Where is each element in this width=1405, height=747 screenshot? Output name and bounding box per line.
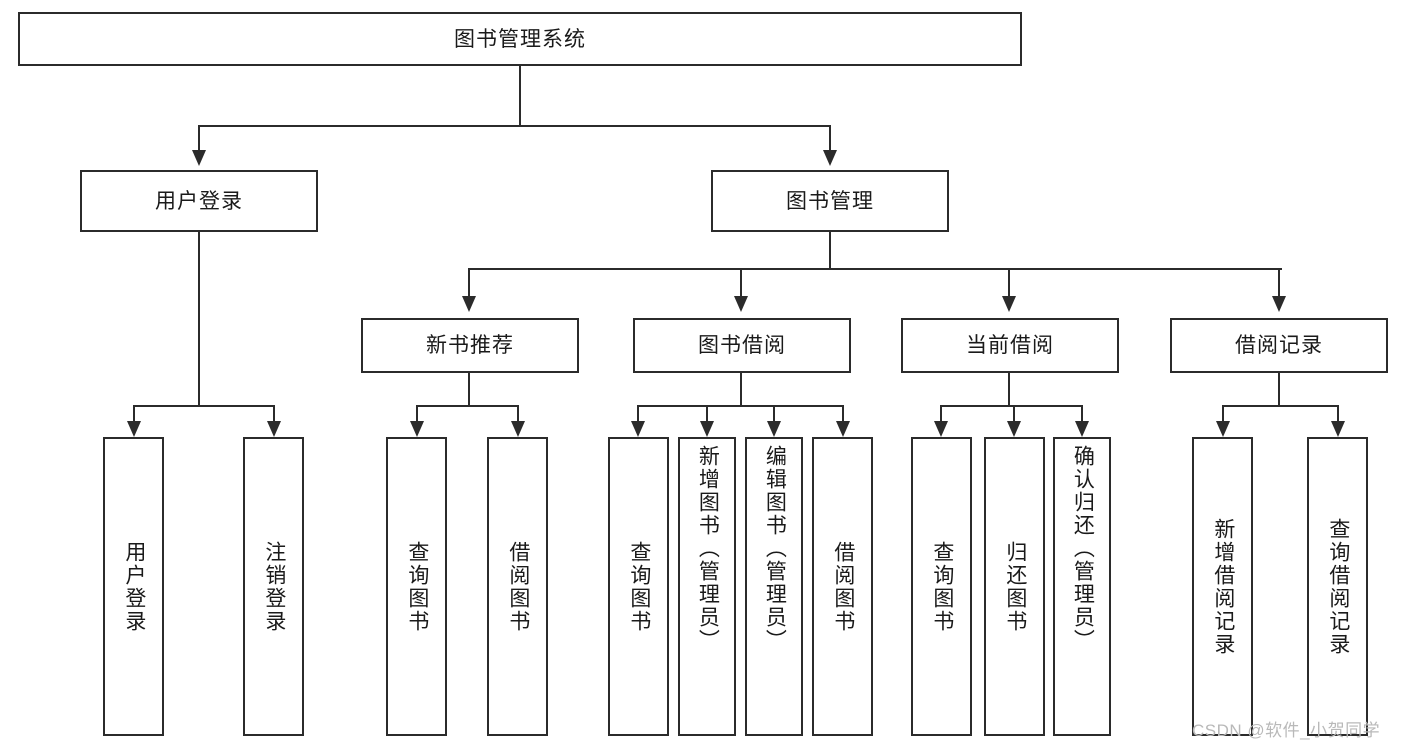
node-leaf-query-record-label: 查询借阅记录 xyxy=(1326,517,1350,656)
connector-bm-to-current-borrow xyxy=(1008,268,1010,296)
node-leaf-add-record-label: 新增借阅记录 xyxy=(1211,517,1235,656)
csdn-watermark: CSDN @软件_小贺同学 xyxy=(1192,721,1381,740)
arrow-bm-to-book-borrow xyxy=(734,296,748,312)
node-leaf-query-book-2[interactable]: 查询图书 xyxy=(608,437,669,736)
arrow-root-to-book-manage xyxy=(823,150,837,166)
connector-bb-to-edit-book xyxy=(773,405,775,421)
connector-bm-to-new-book-rec xyxy=(468,268,470,296)
connector-root-to-book-manage xyxy=(829,125,831,150)
arrow-bm-to-current-borrow xyxy=(1002,296,1016,312)
node-root-label: 图书管理系统 xyxy=(454,27,586,51)
node-leaf-edit-book-label: 编辑图书（管理员） xyxy=(763,445,787,652)
arrow-cb-to-confirm-return xyxy=(1075,421,1089,437)
arrow-cb-to-query-book xyxy=(934,421,948,437)
arrow-bm-to-borrow-record xyxy=(1272,296,1286,312)
connector-cb-to-confirm-return xyxy=(1081,405,1083,421)
node-current-borrow[interactable]: 当前借阅 xyxy=(901,318,1119,373)
connector-root-bus xyxy=(198,125,831,127)
node-root[interactable]: 图书管理系统 xyxy=(18,12,1022,66)
connector-root-stem xyxy=(519,66,521,126)
connector-bm-to-borrow-record xyxy=(1278,268,1280,296)
node-leaf-borrow-book-1[interactable]: 借阅图书 xyxy=(487,437,548,736)
node-leaf-return-book-label: 归还图书 xyxy=(1003,540,1027,633)
node-leaf-user-logout-label: 注销登录 xyxy=(262,540,286,633)
arrow-bb-to-add-book xyxy=(700,421,714,437)
node-new-book-rec-label: 新书推荐 xyxy=(426,334,514,357)
node-leaf-borrow-book-1-label: 借阅图书 xyxy=(506,540,530,633)
node-leaf-query-book-3[interactable]: 查询图书 xyxy=(911,437,972,736)
connector-ul-to-leaf-user-login xyxy=(133,405,135,421)
connector-br-to-add-record xyxy=(1222,405,1224,421)
node-current-borrow-label: 当前借阅 xyxy=(966,334,1054,357)
node-leaf-user-login-label: 用户登录 xyxy=(122,540,146,633)
connector-book-borrow-bus xyxy=(637,405,843,407)
connector-current-borrow-stem xyxy=(1008,373,1010,407)
connector-new-book-rec-stem xyxy=(468,373,470,407)
node-leaf-user-login[interactable]: 用户登录 xyxy=(103,437,164,736)
node-borrow-record-label: 借阅记录 xyxy=(1235,334,1323,357)
node-leaf-query-book-3-label: 查询图书 xyxy=(930,540,954,633)
connector-user-login-stem xyxy=(198,232,200,407)
arrow-bb-to-edit-book xyxy=(767,421,781,437)
node-leaf-borrow-book-2-label: 借阅图书 xyxy=(831,540,855,633)
connector-root-to-user-login xyxy=(198,125,200,150)
connector-user-login-bus xyxy=(133,405,274,407)
node-leaf-query-book-1[interactable]: 查询图书 xyxy=(386,437,447,736)
arrow-root-to-user-login xyxy=(192,150,206,166)
node-book-manage[interactable]: 图书管理 xyxy=(711,170,949,232)
connector-bm-to-book-borrow xyxy=(740,268,742,296)
connector-book-manage-bus xyxy=(468,268,1282,270)
node-user-login[interactable]: 用户登录 xyxy=(80,170,318,232)
connector-nbr-to-borrow-book xyxy=(517,405,519,421)
node-book-borrow-label: 图书借阅 xyxy=(698,334,786,357)
node-borrow-record[interactable]: 借阅记录 xyxy=(1170,318,1388,373)
connector-bb-to-borrow-book xyxy=(842,405,844,421)
node-leaf-add-book-label: 新增图书（管理员） xyxy=(696,445,720,652)
connector-book-borrow-stem xyxy=(740,373,742,407)
arrow-bb-to-borrow-book xyxy=(836,421,850,437)
connector-nbr-to-query-book xyxy=(416,405,418,421)
node-leaf-query-record[interactable]: 查询借阅记录 xyxy=(1307,437,1368,736)
connector-ul-to-leaf-user-logout xyxy=(273,405,275,421)
arrow-bb-to-query-book xyxy=(631,421,645,437)
node-leaf-return-book[interactable]: 归还图书 xyxy=(984,437,1045,736)
connector-current-borrow-bus xyxy=(940,405,1082,407)
node-new-book-rec[interactable]: 新书推荐 xyxy=(361,318,579,373)
node-leaf-query-book-1-label: 查询图书 xyxy=(405,540,429,633)
arrow-bm-to-new-book-rec xyxy=(462,296,476,312)
arrow-br-to-query-record xyxy=(1331,421,1345,437)
node-book-borrow[interactable]: 图书借阅 xyxy=(633,318,851,373)
node-leaf-confirm-return[interactable]: 确认归还（管理员） xyxy=(1053,437,1111,736)
connector-bb-to-query-book xyxy=(637,405,639,421)
node-user-login-label: 用户登录 xyxy=(155,189,243,213)
node-leaf-confirm-return-label: 确认归还（管理员） xyxy=(1071,445,1095,652)
connector-cb-to-return-book xyxy=(1013,405,1015,421)
node-leaf-user-logout[interactable]: 注销登录 xyxy=(243,437,304,736)
arrow-cb-to-return-book xyxy=(1007,421,1021,437)
arrow-br-to-add-record xyxy=(1216,421,1230,437)
node-leaf-add-book[interactable]: 新增图书（管理员） xyxy=(678,437,736,736)
arrow-nbr-to-query-book xyxy=(410,421,424,437)
arrow-nbr-to-borrow-book xyxy=(511,421,525,437)
arrow-ul-to-leaf-user-login xyxy=(127,421,141,437)
node-leaf-add-record[interactable]: 新增借阅记录 xyxy=(1192,437,1253,736)
node-leaf-query-book-2-label: 查询图书 xyxy=(627,540,651,633)
connector-book-manage-stem xyxy=(829,232,831,270)
arrow-ul-to-leaf-user-logout xyxy=(267,421,281,437)
node-book-manage-label: 图书管理 xyxy=(786,189,874,213)
connector-borrow-record-stem xyxy=(1278,373,1280,407)
connector-cb-to-query-book xyxy=(940,405,942,421)
connector-borrow-record-bus xyxy=(1222,405,1338,407)
node-leaf-borrow-book-2[interactable]: 借阅图书 xyxy=(812,437,873,736)
connector-br-to-query-record xyxy=(1337,405,1339,421)
node-leaf-edit-book[interactable]: 编辑图书（管理员） xyxy=(745,437,803,736)
connector-bb-to-add-book xyxy=(706,405,708,421)
connector-new-book-rec-bus xyxy=(416,405,518,407)
